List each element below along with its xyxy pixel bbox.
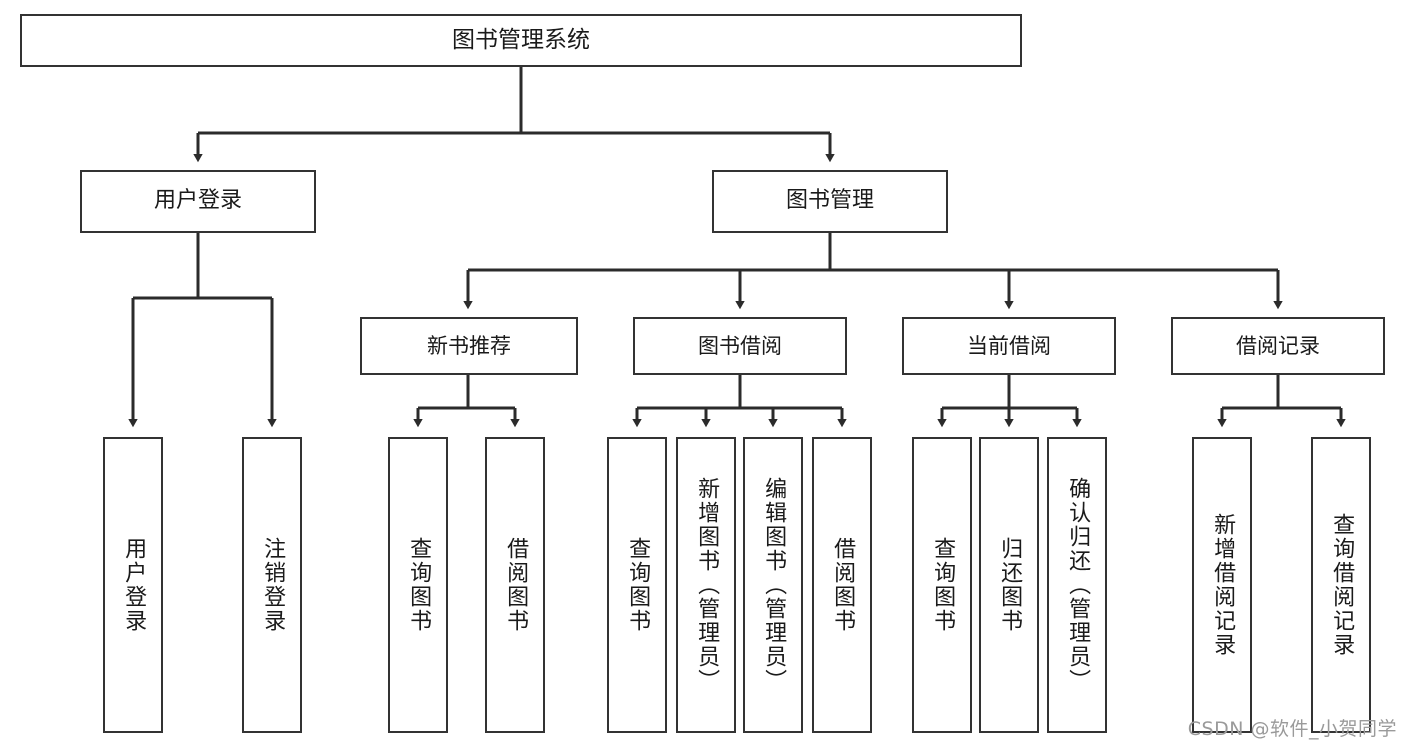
node-label: 用户登录 xyxy=(153,188,242,214)
leaf-user-login-logout[interactable]: 注销登录 xyxy=(242,437,302,733)
node-root-system[interactable]: 图书管理系统 xyxy=(20,14,1022,67)
node-label: 归还图书 xyxy=(997,537,1023,633)
node-label: 查询图书 xyxy=(930,537,956,633)
leaf-record-query-record[interactable]: 查询借阅记录 xyxy=(1311,437,1371,733)
leaf-borrow-query-book[interactable]: 查询图书 xyxy=(607,437,667,733)
node-label: 查询图书 xyxy=(625,537,651,633)
node-label: 注销登录 xyxy=(260,537,286,633)
leaf-borrow-borrow-book[interactable]: 借阅图书 xyxy=(812,437,872,733)
node-label: 借阅图书 xyxy=(830,537,856,633)
leaf-recommend-borrow-book[interactable]: 借阅图书 xyxy=(485,437,545,733)
leaf-current-return-book[interactable]: 归还图书 xyxy=(979,437,1039,733)
node-label: 借阅图书 xyxy=(503,537,529,633)
node-borrow-record[interactable]: 借阅记录 xyxy=(1171,317,1385,375)
node-label: 新书推荐 xyxy=(427,333,511,358)
leaf-recommend-query-book[interactable]: 查询图书 xyxy=(388,437,448,733)
node-label: 图书借阅 xyxy=(698,333,782,358)
node-label: 借阅记录 xyxy=(1236,333,1320,358)
node-current-borrow[interactable]: 当前借阅 xyxy=(902,317,1116,375)
leaf-user-login-login[interactable]: 用户登录 xyxy=(103,437,163,733)
leaf-borrow-edit-book-admin[interactable]: 编辑图书（管理员） xyxy=(743,437,803,733)
node-book-management[interactable]: 图书管理 xyxy=(712,170,948,233)
leaf-current-confirm-return-admin[interactable]: 确认归还（管理员） xyxy=(1047,437,1107,733)
node-new-book-recommend[interactable]: 新书推荐 xyxy=(360,317,578,375)
node-book-borrow[interactable]: 图书借阅 xyxy=(633,317,847,375)
leaf-current-query-book[interactable]: 查询图书 xyxy=(912,437,972,733)
leaf-record-add-record[interactable]: 新增借阅记录 xyxy=(1192,437,1252,733)
leaf-borrow-add-book-admin[interactable]: 新增图书（管理员） xyxy=(676,437,736,733)
node-label: 图书管理 xyxy=(785,188,874,214)
node-user-login[interactable]: 用户登录 xyxy=(80,170,316,233)
node-label: 新增借阅记录 xyxy=(1210,513,1236,657)
watermark-text: CSDN @软件_小贺同学 xyxy=(1187,718,1397,740)
node-label: 用户登录 xyxy=(121,537,147,633)
node-label: 查询借阅记录 xyxy=(1329,513,1355,657)
node-label: 图书管理系统 xyxy=(452,26,590,53)
node-label: 新增图书（管理员） xyxy=(694,477,720,693)
node-label: 当前借阅 xyxy=(967,333,1051,358)
node-label: 确认归还（管理员） xyxy=(1065,477,1091,693)
node-label: 编辑图书（管理员） xyxy=(761,477,787,693)
node-label: 查询图书 xyxy=(406,537,432,633)
